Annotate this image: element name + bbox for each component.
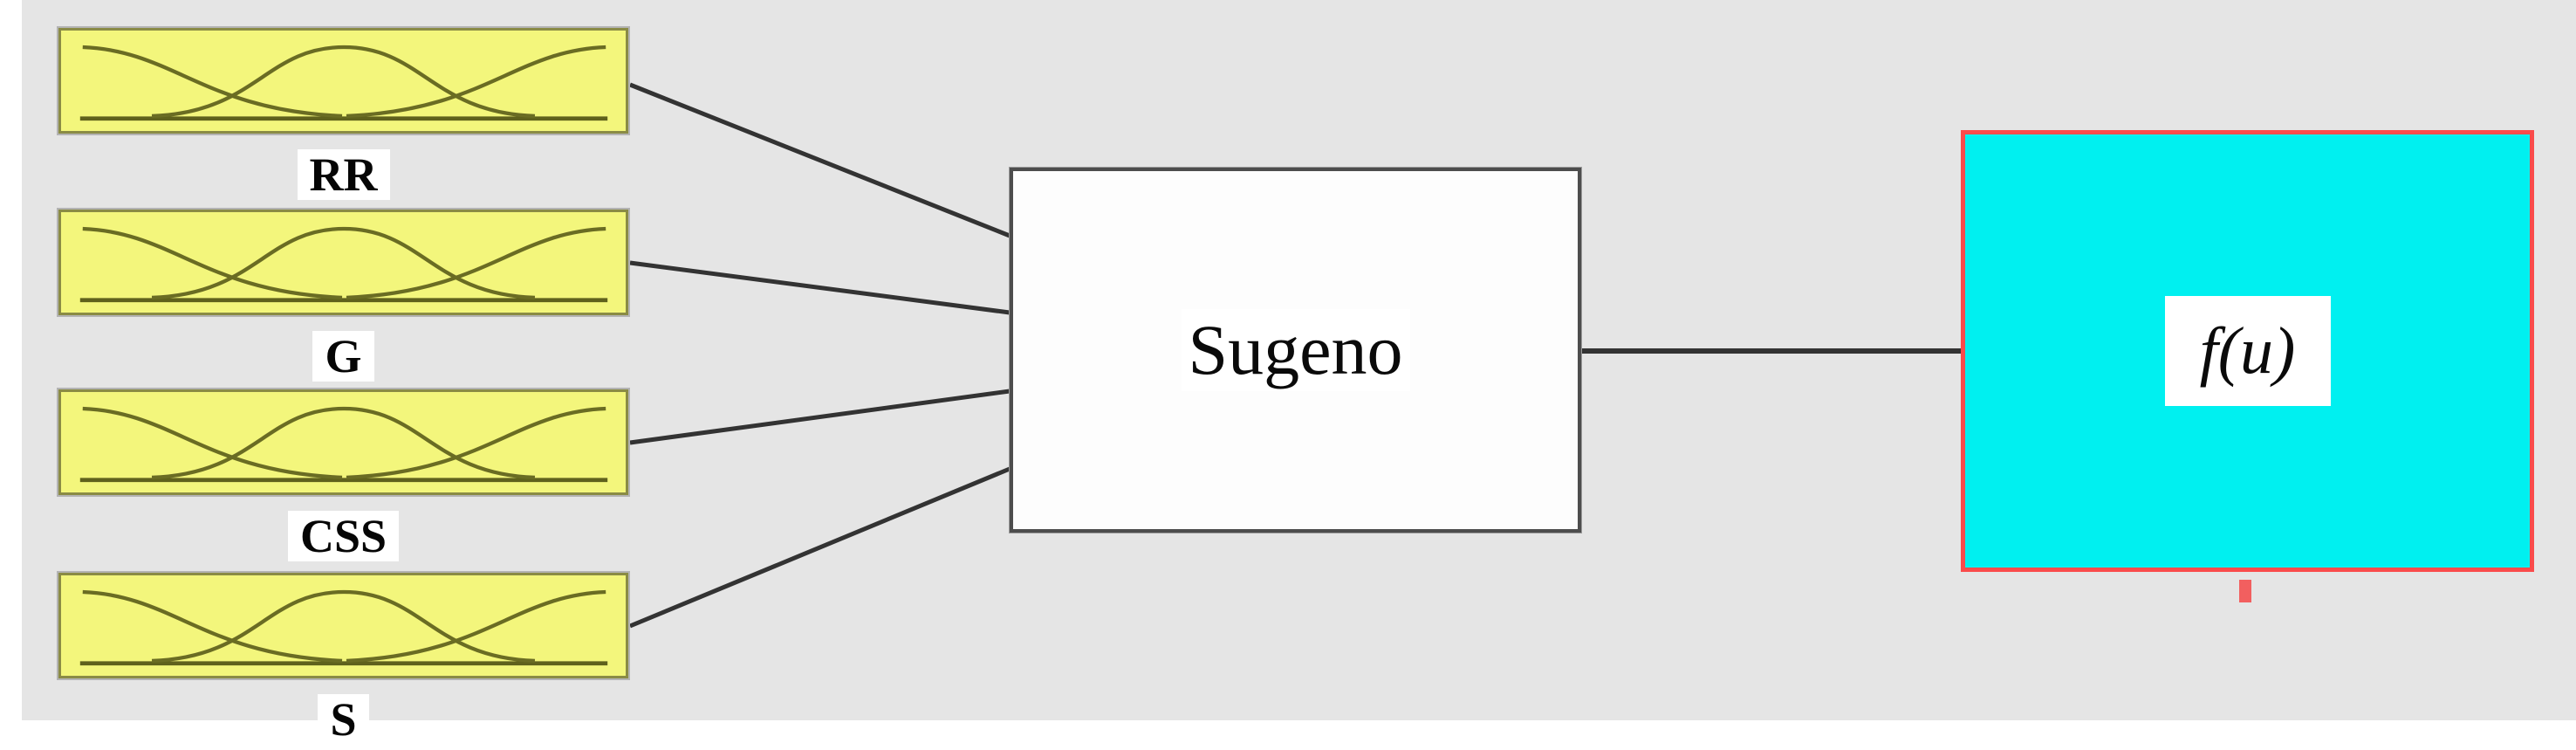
input-label-g: G: [58, 331, 628, 382]
membership-functions-icon: [79, 226, 608, 303]
output-label: f(u): [2164, 296, 2331, 406]
input-label-css: CSS: [58, 511, 628, 561]
input-block-css[interactable]: [58, 389, 628, 495]
red-artifact-mark: [2239, 580, 2251, 602]
membership-functions-icon: [79, 406, 608, 483]
input-label-rr: RR: [58, 149, 628, 200]
membership-functions-icon: [79, 45, 608, 121]
wire-input2-to-sugeno: [629, 260, 1011, 315]
input-block-g[interactable]: [58, 210, 628, 315]
inference-label: Sugeno: [1181, 309, 1410, 391]
input-block-s[interactable]: [58, 573, 628, 678]
wire-input1-to-sugeno: [629, 82, 1011, 238]
input-block-rr[interactable]: [58, 28, 628, 134]
wire-input3-to-sugeno: [629, 389, 1011, 445]
inference-block-sugeno[interactable]: Sugeno: [1010, 168, 1581, 533]
wire-input4-to-sugeno: [629, 466, 1011, 629]
input-label-s: S: [58, 694, 628, 745]
membership-functions-icon: [79, 589, 608, 666]
output-block-fu[interactable]: f(u): [1961, 130, 2534, 572]
